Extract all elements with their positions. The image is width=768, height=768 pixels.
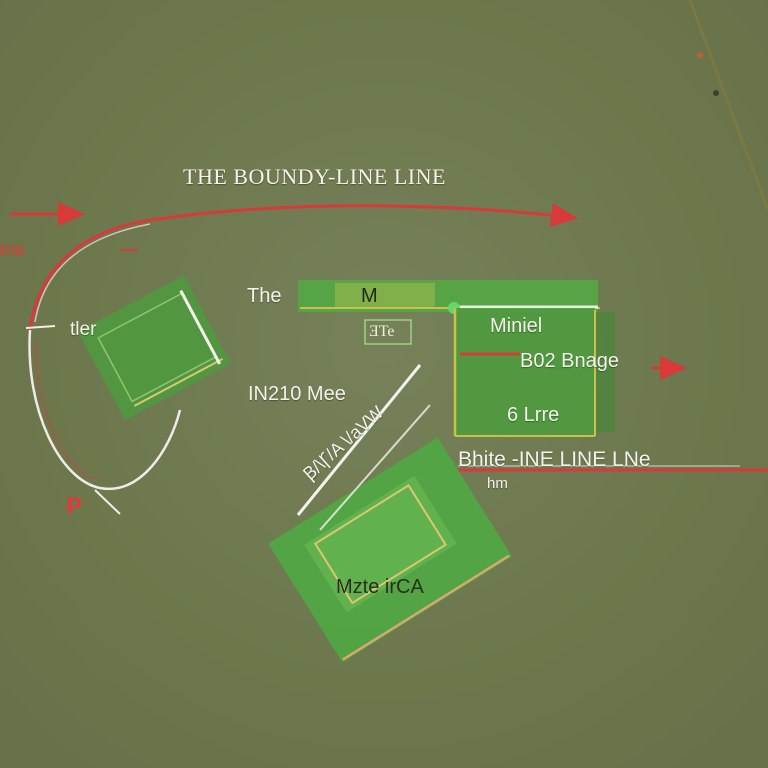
left-loop-curve [28, 329, 182, 491]
right-panel [455, 308, 595, 436]
bhite-line-label: Bhite -INE LINE LNe [458, 448, 651, 471]
right-panel-shadow [595, 312, 615, 432]
corner-dot-dark [713, 90, 719, 96]
left-loop-inner [35, 339, 99, 481]
corner-diagonal-line [688, 0, 768, 211]
corner-dot-red [697, 52, 703, 58]
bottom-block-edge-2 [319, 404, 431, 531]
top-green-bar-inner [335, 283, 435, 309]
six-lrre-label: 6 Lrre [507, 404, 560, 426]
loop-tick [25, 325, 56, 329]
mzte-irca-label: Mzte irCA [336, 576, 424, 598]
hm-label: hm [487, 475, 508, 492]
the-label: The [247, 285, 282, 307]
left-ine-label: ine [0, 240, 26, 261]
left-green-block [77, 275, 231, 420]
diagram-title: THE BOUNDY-LINE LINE [183, 164, 446, 189]
in210-mee-label: IN210 Mee [248, 383, 346, 405]
small-box-label: ƎTe [369, 323, 395, 340]
small-label-box [364, 319, 412, 345]
p-label: P [66, 493, 83, 520]
boundary-arc [28, 203, 578, 331]
loop-end-tick [94, 489, 121, 515]
bottom-block-edge [296, 364, 422, 516]
boundary-arc-highlight [34, 223, 151, 323]
miniel-label: Miniel [490, 315, 543, 337]
m-label: M [361, 285, 378, 307]
b02-bnage-label: B02 Bnage [520, 350, 619, 372]
tler-label: tler [70, 319, 97, 340]
bottom-green-block [268, 437, 512, 663]
